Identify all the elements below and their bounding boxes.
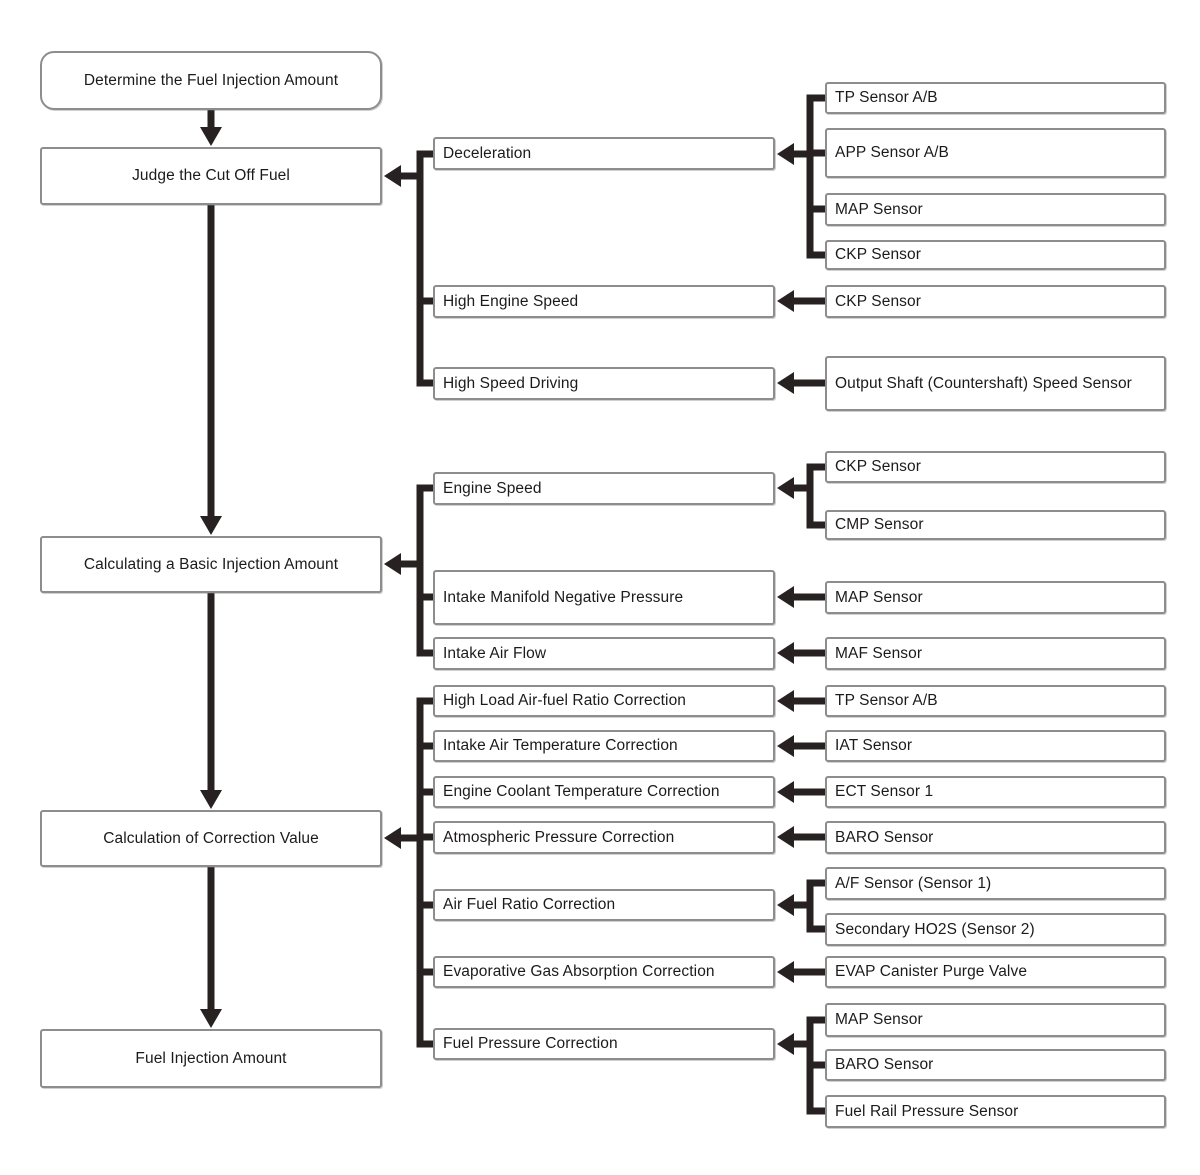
condition-label: High Engine Speed	[443, 292, 579, 310]
condition-label: High Speed Driving	[443, 374, 579, 392]
condition-label: Air Fuel Ratio Correction	[443, 896, 616, 914]
sensor-label: MAP Sensor	[835, 1011, 923, 1029]
condition-intake-air-temperature-correction: Intake Air Temperature Correction	[433, 730, 775, 762]
sensor-baro-sensor-fuel-pressure: BARO Sensor	[825, 1049, 1166, 1081]
condition-label: Fuel Pressure Correction	[443, 1035, 618, 1053]
sensor-label: Fuel Rail Pressure Sensor	[835, 1102, 1019, 1120]
sensor-label: MAF Sensor	[835, 644, 923, 662]
condition-label: Deceleration	[443, 144, 532, 162]
sensor-label: BARO Sensor	[835, 828, 934, 846]
condition-label: Engine Speed	[443, 479, 542, 497]
sensor-label: BARO Sensor	[835, 1056, 934, 1074]
sensor-secondary-ho2s: Secondary HO2S (Sensor 2)	[825, 913, 1166, 946]
sensor-map-sensor-intake-manifold: MAP Sensor	[825, 581, 1166, 614]
condition-fuel-pressure-correction: Fuel Pressure Correction	[433, 1028, 775, 1060]
condition-label: Intake Manifold Negative Pressure	[443, 588, 684, 606]
sensor-map-sensor-deceleration: MAP Sensor	[825, 193, 1166, 226]
sensor-iat-sensor: IAT Sensor	[825, 730, 1166, 762]
sensor-label: CMP Sensor	[835, 516, 924, 534]
condition-intake-manifold-negative-pressure: Intake Manifold Negative Pressure	[433, 570, 775, 625]
sensor-label: IAT Sensor	[835, 737, 913, 755]
condition-evaporative-gas-absorption-correction: Evaporative Gas Absorption Correction	[433, 956, 775, 988]
sensor-baro-sensor-atmospheric: BARO Sensor	[825, 821, 1166, 854]
condition-engine-coolant-temperature-correction: Engine Coolant Temperature Correction	[433, 776, 775, 808]
condition-high-engine-speed: High Engine Speed	[433, 285, 775, 318]
condition-air-fuel-ratio-correction: Air Fuel Ratio Correction	[433, 889, 775, 921]
sensor-tp-sensor-ab-high-load: TP Sensor A/B	[825, 685, 1166, 717]
sensor-label: CKP Sensor	[835, 292, 922, 310]
condition-engine-speed: Engine Speed	[433, 472, 775, 505]
node-determine-fuel-injection-amount: Determine the Fuel Injection Amount	[40, 51, 382, 110]
condition-label: High Load Air-fuel Ratio Correction	[443, 692, 687, 710]
sensor-label: Secondary HO2S (Sensor 2)	[835, 920, 1035, 938]
condition-label: Intake Air Temperature Correction	[443, 737, 678, 755]
node-judge-cut-off-fuel: Judge the Cut Off Fuel	[40, 147, 382, 205]
sensor-label: EVAP Canister Purge Valve	[835, 963, 1028, 981]
condition-deceleration: Deceleration	[433, 137, 775, 170]
node-label: Calculation of Correction Value	[103, 829, 319, 847]
sensor-tp-sensor-ab-deceleration: TP Sensor A/B	[825, 82, 1166, 114]
condition-label: Engine Coolant Temperature Correction	[443, 783, 720, 801]
sensor-ect-sensor-1: ECT Sensor 1	[825, 776, 1166, 808]
sensor-fuel-rail-pressure-sensor: Fuel Rail Pressure Sensor	[825, 1095, 1166, 1128]
sensor-cmp-sensor: CMP Sensor	[825, 510, 1166, 540]
sensor-evap-canister-purge-valve: EVAP Canister Purge Valve	[825, 956, 1166, 988]
sensor-label: MAP Sensor	[835, 588, 923, 606]
sensor-label: TP Sensor A/B	[835, 692, 938, 710]
sensor-label: MAP Sensor	[835, 200, 923, 218]
sensor-maf-sensor: MAF Sensor	[825, 637, 1166, 670]
condition-label: Evaporative Gas Absorption Correction	[443, 963, 715, 981]
sensor-app-sensor-ab: APP Sensor A/B	[825, 128, 1166, 178]
condition-intake-air-flow: Intake Air Flow	[433, 637, 775, 670]
node-fuel-injection-amount: Fuel Injection Amount	[40, 1029, 382, 1088]
condition-label: Intake Air Flow	[443, 644, 547, 662]
sensor-ckp-sensor-high-engine-speed: CKP Sensor	[825, 285, 1166, 318]
sensor-label: Output Shaft (Countershaft) Speed Sensor	[835, 374, 1132, 392]
node-label: Fuel Injection Amount	[135, 1049, 287, 1067]
sensor-label: CKP Sensor	[835, 246, 922, 264]
sensor-label: TP Sensor A/B	[835, 89, 938, 107]
sensor-ckp-sensor-deceleration: CKP Sensor	[825, 240, 1166, 270]
node-label: Judge the Cut Off Fuel	[132, 167, 290, 185]
node-calculation-of-correction-value: Calculation of Correction Value	[40, 810, 382, 867]
node-calculating-basic-injection-amount: Calculating a Basic Injection Amount	[40, 536, 382, 593]
sensor-label: CKP Sensor	[835, 458, 922, 476]
sensor-ckp-sensor-engine-speed: CKP Sensor	[825, 451, 1166, 483]
sensor-label: APP Sensor A/B	[835, 144, 949, 162]
condition-atmospheric-pressure-correction: Atmospheric Pressure Correction	[433, 821, 775, 854]
condition-high-speed-driving: High Speed Driving	[433, 367, 775, 400]
node-label: Calculating a Basic Injection Amount	[83, 555, 339, 573]
condition-high-load-air-fuel-ratio-correction: High Load Air-fuel Ratio Correction	[433, 685, 775, 717]
sensor-label: A/F Sensor (Sensor 1)	[835, 874, 992, 892]
sensor-output-shaft-speed-sensor: Output Shaft (Countershaft) Speed Sensor	[825, 356, 1166, 411]
condition-label: Atmospheric Pressure Correction	[443, 828, 675, 846]
sensor-map-sensor-fuel-pressure: MAP Sensor	[825, 1003, 1166, 1037]
sensor-label: ECT Sensor 1	[835, 783, 934, 801]
node-label: Determine the Fuel Injection Amount	[83, 71, 339, 89]
sensor-af-sensor-1: A/F Sensor (Sensor 1)	[825, 867, 1166, 900]
